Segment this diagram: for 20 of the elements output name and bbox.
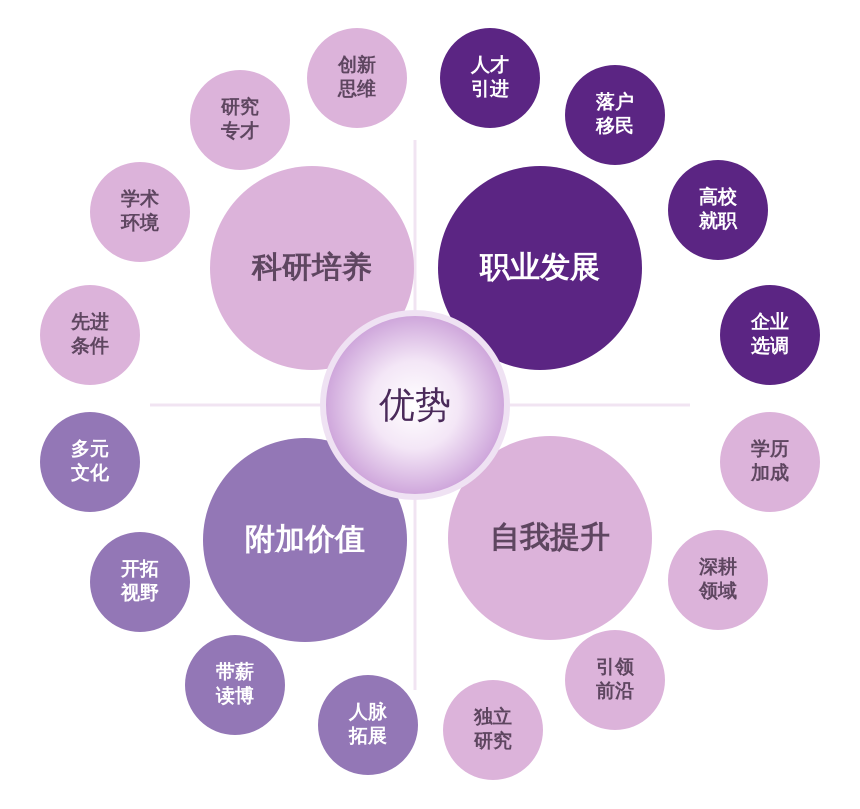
topic-circle: 企业选调 <box>720 285 820 385</box>
topic-circle: 独立研究 <box>443 680 543 780</box>
topic-circle: 开拓视野 <box>90 532 190 632</box>
topic-circle: 高校就职 <box>668 160 768 260</box>
category-circle: 自我提升 <box>448 436 652 640</box>
topic-circle: 引领前沿 <box>565 630 665 730</box>
topic-circle: 研究专才 <box>190 70 290 170</box>
category-circle: 科研培养 <box>210 166 414 370</box>
topic-circle: 先进条件 <box>40 285 140 385</box>
topic-circle: 学术环境 <box>90 162 190 262</box>
topic-circle: 带薪读博 <box>185 635 285 735</box>
topic-circle: 深耕领域 <box>668 530 768 630</box>
topic-circle: 人脉拓展 <box>318 675 418 775</box>
category-circle: 职业发展 <box>438 166 642 370</box>
topic-circle: 创新思维 <box>307 28 407 128</box>
topic-circle: 学历加成 <box>720 412 820 512</box>
topic-circle: 人才引进 <box>440 28 540 128</box>
category-circle: 附加价值 <box>203 438 407 642</box>
topic-circle: 落户移民 <box>565 65 665 165</box>
topic-circle: 多元文化 <box>40 412 140 512</box>
